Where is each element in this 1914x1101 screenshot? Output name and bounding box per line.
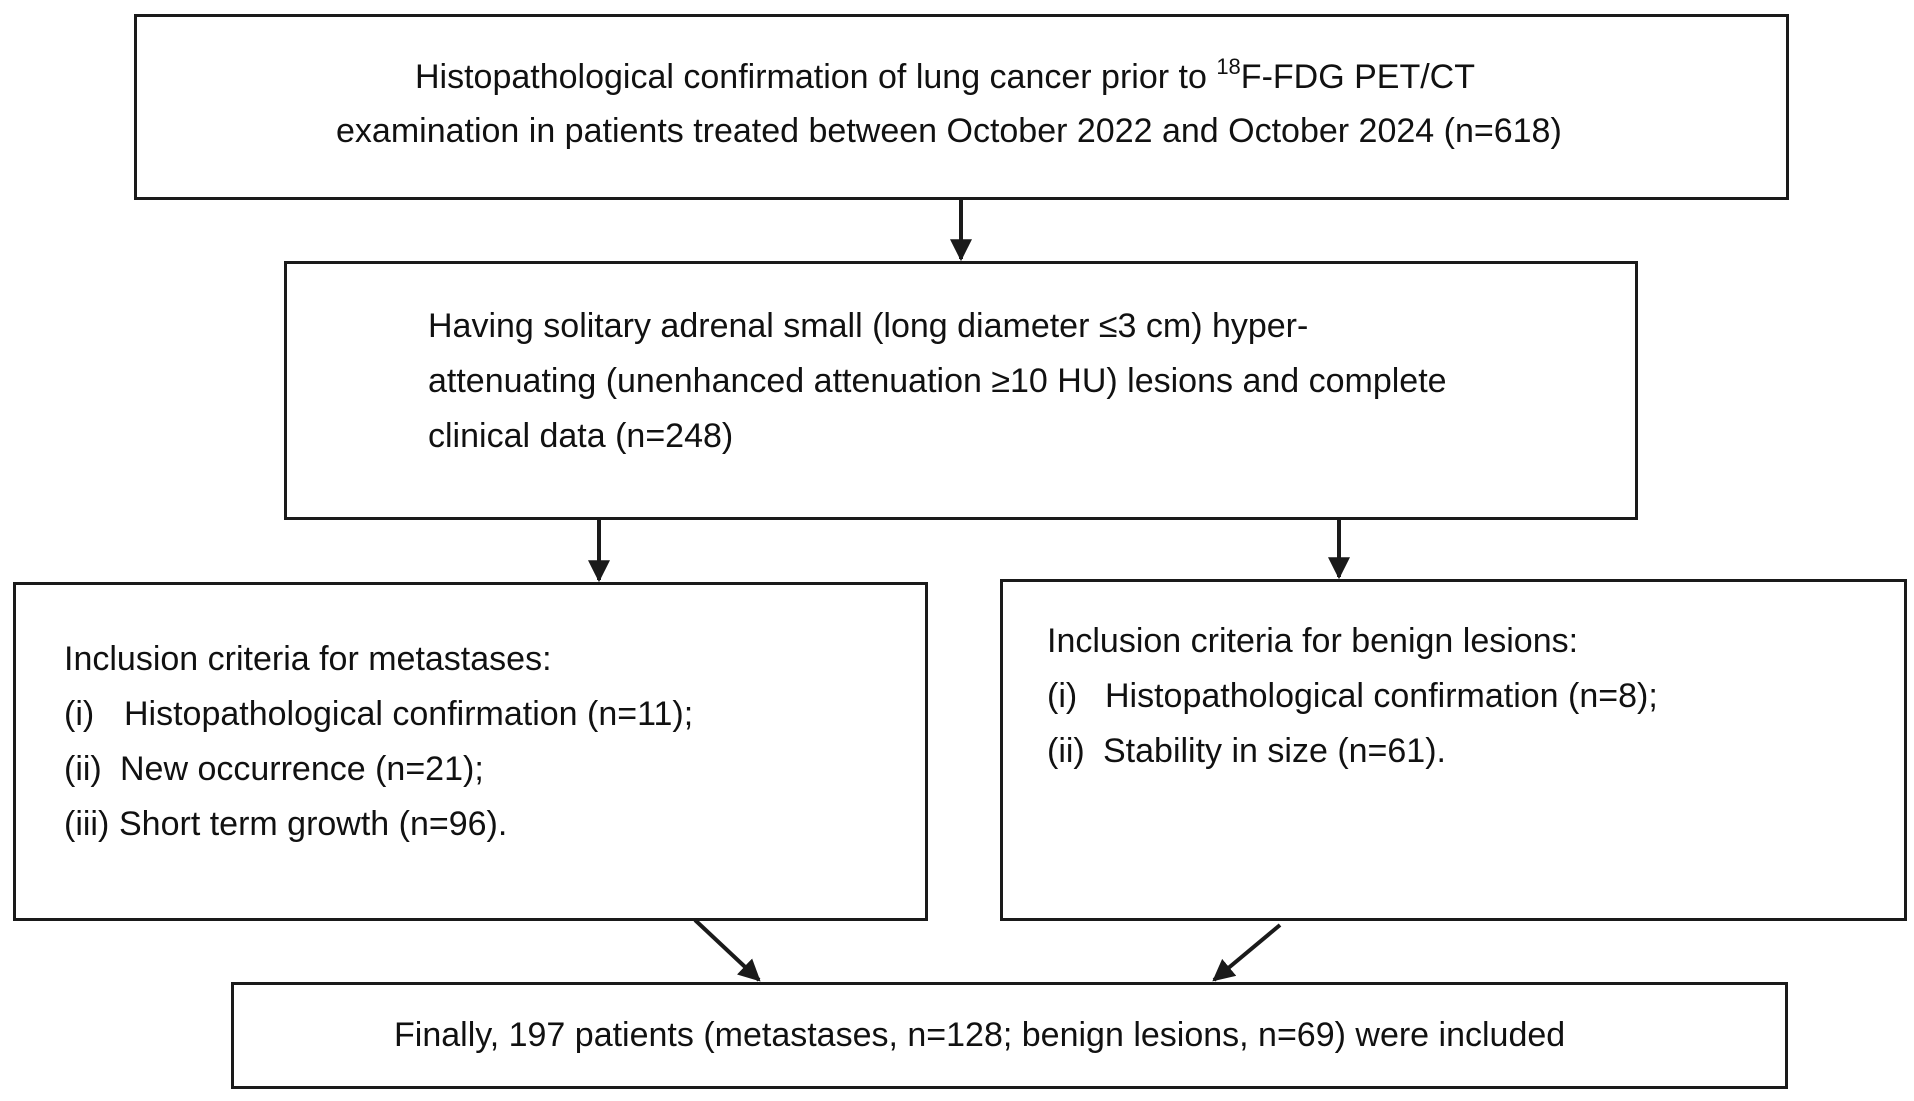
isotope-superscript: 18 xyxy=(1216,54,1241,79)
metastases-item-1: (i) Histopathological confirmation (n=11)… xyxy=(64,694,693,734)
benign-item-1-text: Histopathological confirmation (n=8); xyxy=(1105,677,1658,715)
arrow-metastases-to-final xyxy=(693,918,761,982)
benign-item-1-marker: (i) xyxy=(1047,677,1078,715)
benign-criteria-title: Inclusion criteria for benign lesions: xyxy=(1047,622,1579,660)
box-benign-criteria: Inclusion criteria for benign lesions: (… xyxy=(1000,579,1907,921)
box-initial-cohort: Histopathological confirmation of lung c… xyxy=(134,14,1789,200)
arrow-benign-to-final xyxy=(1212,923,1282,982)
box-metastases-criteria: Inclusion criteria for metastases: (i) Hi… xyxy=(13,582,928,921)
benign-item-1: (i) Histopathological confirmation (n=8); xyxy=(1047,676,1658,716)
initial-cohort-line-1-end: F-FDG PET/CT xyxy=(1240,58,1475,96)
metastases-item-2: (ii) New occurrence (n=21); xyxy=(64,749,484,789)
benign-item-2: (ii) Stability in size (n=61). xyxy=(1047,731,1446,771)
metastases-item-1-text: Histopathological confirmation (n=11); xyxy=(124,695,694,733)
benign-item-2-marker: (ii) xyxy=(1047,732,1085,770)
metastases-item-3-marker: (iii) xyxy=(64,805,110,843)
lesion-selection-line-1: Having solitary adrenal small (long diam… xyxy=(428,307,1309,345)
initial-cohort-line-1-text: Histopathological confirmation of lung c… xyxy=(415,58,1217,96)
metastases-criteria-title: Inclusion criteria for metastases: xyxy=(64,640,552,678)
metastases-item-3-text: Short term growth (n=96). xyxy=(119,805,508,843)
metastases-item-2-marker: (ii) xyxy=(64,750,102,788)
box-lesion-selection: Having solitary adrenal small (long diam… xyxy=(284,261,1638,520)
benign-item-2-text: Stability in size (n=61). xyxy=(1103,732,1446,770)
metastases-item-3: (iii)Short term growth (n=96). xyxy=(64,804,507,844)
initial-cohort-line-2: examination in patients treated between … xyxy=(336,112,1562,150)
metastases-item-1-marker: (i) xyxy=(64,695,95,733)
initial-cohort-line-1: Histopathological confirmation of lung c… xyxy=(415,54,1475,97)
lesion-selection-line-3: clinical data (n=248) xyxy=(428,417,734,455)
metastases-item-2-text: New occurrence (n=21); xyxy=(120,750,484,788)
lesion-selection-line-2: attenuating (unenhanced attenuation ≥10 … xyxy=(428,362,1447,400)
final-cohort-text: Finally, 197 patients (metastases, n=128… xyxy=(394,1016,1566,1054)
box-final-cohort: Finally, 197 patients (metastases, n=128… xyxy=(231,982,1788,1089)
